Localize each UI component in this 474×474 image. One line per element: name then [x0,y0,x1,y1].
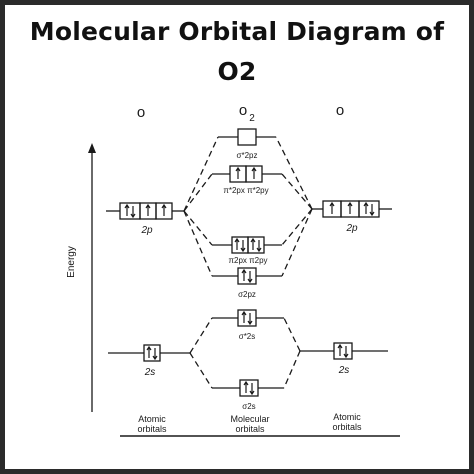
sigma-star-2s-orbital [212,309,284,327]
sigma-star-2s-label: σ*2s [239,332,256,341]
footer-left-line-1: Atomic [138,414,166,424]
pi-star-label: π*2px π*2py [223,186,268,195]
diagram-card: Molecular Orbital Diagram of O2 [5,5,469,469]
correlation-lines [183,136,313,389]
sigma-2s-orbital [212,379,284,397]
footer-right-line-1: Atomic [333,412,361,422]
right-2p-orbitals [312,200,392,218]
pi-bonding-orbitals [212,236,282,254]
footer-center-line-1: Molecular [230,414,269,424]
sigma-2s-label: σ2s [242,402,255,411]
left-2s-orbital [108,344,190,362]
left-2s-label: 2s [144,367,156,378]
header-center-subscript: 2 [249,113,255,124]
right-2s-label: 2s [338,365,350,376]
pi-bonding-label: π2px π2py [228,256,267,265]
left-2p-orbitals [106,202,184,220]
pi-star-orbitals [212,165,282,183]
sigma-star-2pz-orbital [218,128,276,146]
header-right-atom: o [336,102,344,119]
header-left-atom: o [137,104,145,121]
left-2p-label: 2p [140,225,153,236]
right-2p-label: 2p [345,223,358,234]
footer-center-line-2: orbitals [235,424,265,434]
title-line-1: Molecular Orbital Diagram of [29,17,445,46]
right-2s-orbital [300,342,388,360]
footer-right-line-2: orbitals [332,422,362,432]
energy-axis-arrow [88,143,96,153]
energy-axis-label: Energy [66,246,77,278]
sigma-2pz-label: σ2pz [238,290,256,299]
title-line-2: O2 [217,57,257,86]
header-center-molecule: o [239,102,247,119]
footer-left-line-2: orbitals [137,424,167,434]
electron-arrows [124,166,375,396]
sigma-star-2pz-label: σ*2pz [237,151,258,160]
sigma-2pz-orbital [212,267,282,285]
